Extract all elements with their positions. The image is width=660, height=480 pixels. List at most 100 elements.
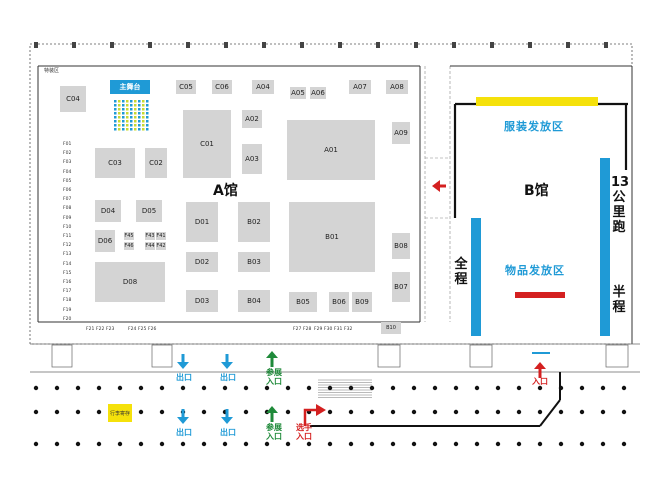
booth-c05[interactable]: C05: [176, 80, 196, 94]
booth-f21[interactable]: F21: [86, 327, 95, 332]
booth-f06[interactable]: F06: [63, 188, 72, 193]
booth-f01[interactable]: F01: [63, 142, 72, 147]
booth-d06[interactable]: D06: [95, 230, 115, 252]
booth-f32[interactable]: F32: [344, 327, 353, 332]
entrance-label[interactable]: 入口: [532, 377, 548, 386]
seat: [134, 128, 137, 131]
booth-f30[interactable]: F30: [324, 327, 333, 332]
booth-a06[interactable]: A06: [310, 87, 326, 99]
booth-a02[interactable]: A02: [242, 110, 262, 128]
booth-f29[interactable]: F29: [314, 327, 323, 332]
booth-d01[interactable]: D01: [186, 202, 218, 242]
booth-f24[interactable]: F24: [128, 327, 137, 332]
entrance-arrow-icon: [266, 406, 278, 422]
booth-c03[interactable]: C03: [95, 148, 135, 178]
booth-f18[interactable]: F18: [63, 298, 72, 304]
column-dot: [411, 385, 417, 391]
exit-label-2[interactable]: 出口: [220, 373, 236, 382]
booth-f43[interactable]: F43: [145, 232, 155, 240]
booth-f41[interactable]: F41: [156, 232, 166, 240]
column-dot: [495, 409, 501, 415]
booth-b09[interactable]: B09: [352, 292, 372, 312]
column-dot: [222, 385, 228, 391]
booth-b03[interactable]: B03: [238, 252, 270, 272]
booth-b05[interactable]: B05: [289, 292, 317, 312]
exit-label-3[interactable]: 出口: [176, 428, 192, 437]
seat: [126, 128, 129, 131]
booth-d02[interactable]: D02: [186, 252, 218, 272]
booth-f28[interactable]: F28: [303, 327, 312, 332]
seat: [134, 108, 137, 111]
booth-b07[interactable]: B07: [392, 272, 410, 302]
booth-f45[interactable]: F45: [124, 232, 134, 240]
exit-label-4[interactable]: 出口: [220, 428, 236, 437]
booth-f42[interactable]: F42: [156, 242, 166, 250]
booth-d05[interactable]: D05: [136, 200, 162, 222]
entrance-marker: [532, 352, 550, 354]
booth-c02[interactable]: C02: [145, 148, 167, 178]
booth-f19[interactable]: F19: [63, 307, 72, 313]
booth-f14[interactable]: F14: [63, 261, 72, 267]
booth-a01[interactable]: A01: [287, 120, 375, 180]
column-dot: [369, 409, 375, 415]
booth-f22[interactable]: F22: [96, 327, 105, 332]
booth-b08[interactable]: B08: [392, 233, 410, 259]
booth-f46[interactable]: F46: [124, 242, 134, 250]
booth-c06[interactable]: C06: [212, 80, 232, 94]
exit-label-1[interactable]: 出口: [176, 373, 192, 382]
column-dot: [243, 409, 249, 415]
booth-f12[interactable]: F12: [63, 243, 72, 249]
booth-f13[interactable]: F13: [63, 252, 72, 258]
booth-c01[interactable]: C01: [183, 110, 231, 178]
visitor-entrance-label-2[interactable]: 参展入口: [266, 423, 282, 441]
booth-f02[interactable]: F02: [63, 151, 72, 157]
booth-d08[interactable]: D08: [95, 262, 165, 302]
booth-a07[interactable]: A07: [349, 80, 371, 94]
column-dot: [54, 385, 60, 391]
booth-a05[interactable]: A05: [290, 87, 306, 99]
booth-d03[interactable]: D03: [186, 290, 218, 312]
booth-f11[interactable]: F11: [63, 234, 72, 239]
booth-f25[interactable]: F25: [138, 327, 147, 332]
booth-f04[interactable]: F04: [63, 169, 72, 175]
booth-f10[interactable]: F10: [63, 224, 72, 230]
booth-d04[interactable]: D04: [95, 200, 121, 222]
seat: [142, 120, 145, 123]
booth-a04[interactable]: A04: [252, 80, 274, 94]
booth-b10[interactable]: B10: [381, 322, 401, 334]
booth-f07[interactable]: F07: [63, 197, 72, 203]
booth-a09[interactable]: A09: [392, 122, 410, 144]
booth-b02[interactable]: B02: [238, 202, 270, 242]
runner-entrance-label[interactable]: 选手入口: [296, 423, 312, 441]
seat: [122, 128, 125, 131]
visitor-entrance-label-1[interactable]: 参展入口: [266, 368, 282, 386]
booth-f09[interactable]: F09: [63, 215, 72, 221]
booth-f15[interactable]: F15: [63, 270, 72, 276]
column-dot: [390, 409, 396, 415]
booth-b04[interactable]: B04: [238, 290, 270, 312]
seat: [122, 108, 125, 111]
booth-f31[interactable]: F31: [334, 327, 343, 332]
booth-f27[interactable]: F27: [293, 327, 302, 332]
luggage-storage[interactable]: 行李寄存: [108, 404, 132, 422]
booth-f26[interactable]: F26: [148, 327, 157, 332]
booth-f08[interactable]: F08: [63, 206, 72, 212]
column-dot: [579, 441, 585, 447]
booth-a08[interactable]: A08: [386, 80, 408, 94]
booth-f17[interactable]: F17: [63, 289, 72, 295]
booth-f05[interactable]: F05: [63, 178, 72, 184]
column-dot: [201, 409, 207, 415]
booth-c04[interactable]: C04: [60, 86, 86, 112]
booth-b01[interactable]: B01: [289, 202, 375, 272]
booth-f03[interactable]: F03: [63, 160, 72, 166]
main-stage[interactable]: 主舞台: [110, 80, 150, 94]
booth-f44[interactable]: F44: [145, 242, 155, 250]
booth-b06[interactable]: B06: [329, 292, 349, 312]
seat: [138, 128, 141, 131]
booth-f23[interactable]: F23: [106, 327, 115, 332]
booth-a03[interactable]: A03: [242, 144, 262, 174]
booth-f20[interactable]: F20: [63, 316, 72, 322]
seat: [122, 124, 125, 127]
seat: [114, 104, 117, 107]
booth-f16[interactable]: F16: [63, 280, 72, 285]
